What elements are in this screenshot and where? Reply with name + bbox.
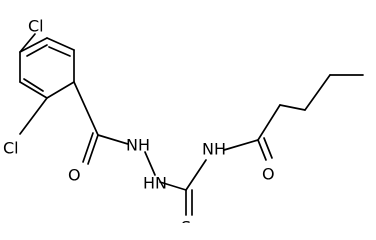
thiourea-bonds [159, 159, 207, 216]
nh-left-label: NH [126, 136, 150, 155]
benzene-ring [19, 37, 75, 99]
molecule-structure: Cl Cl O NH HN NH S O [3, 17, 364, 224]
chlorine-top-label: Cl [28, 17, 44, 36]
oxygen-carbonyl-right-label: O [262, 165, 275, 184]
oxygen-carbonyl-left-label: O [68, 166, 81, 185]
chlorine-mid-label: Cl [3, 139, 19, 158]
left-carbonyl-bonds [73, 81, 156, 176]
right-amide-bonds [223, 74, 364, 161]
hn-lower-label: HN [143, 174, 167, 193]
sulfur-label: S [181, 218, 191, 224]
nh-right-label: NH [202, 140, 226, 159]
chlorine-bonds [19, 33, 48, 135]
